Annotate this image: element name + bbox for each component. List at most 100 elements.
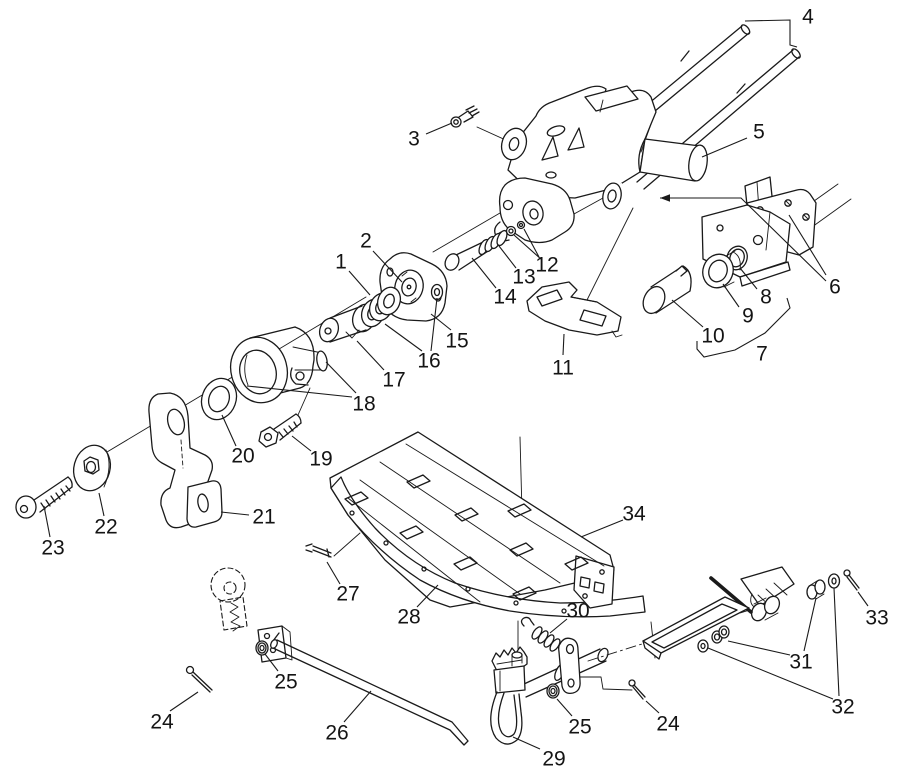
callout-3-leader [425,122,453,135]
callout-25-leader [556,698,573,717]
callout-26-label: 26 [325,722,348,745]
callout-30-label: 30 [566,600,589,623]
callout-29-label: 29 [542,748,565,771]
part24-cotter-left-art [185,665,213,693]
part27-rivet-pin-art [305,532,361,558]
callout-8-leader [739,267,758,290]
callout-24-leader [169,691,199,712]
callout-1-leader [348,270,371,296]
callout-8-label: 8 [760,286,772,309]
callout-21-label: 21 [252,506,275,529]
callout-15-label: 15 [445,330,468,353]
callout-4-label: 4 [802,6,814,29]
callout-1-label: 1 [335,251,347,274]
part21-bracket-arm-art [148,392,223,529]
callout-17-leader [356,340,385,371]
callout-18-label: 18 [352,393,375,416]
parking-latch-phantom-art [210,567,293,663]
callout-7-label: 7 [756,343,768,366]
callout-16-leader [430,297,438,352]
part29-brake-pedal-art [490,637,633,745]
callout-16-label: 16 [417,350,440,373]
part25-washer-left-art [255,640,269,656]
callout-12-leader [523,228,540,258]
callout-25-label: 25 [568,716,591,739]
callout-24-leader [645,700,660,714]
callout-21-leader [220,511,250,516]
callout-12-leader [513,234,543,261]
callout-23-label: 23 [41,537,64,560]
callout-34-leader [580,519,624,538]
callout-6-arrowhead [660,194,670,202]
callout-25-label: 25 [274,671,297,694]
callout-29-leader [512,736,541,750]
callout-3-label: 3 [408,128,420,151]
callout-2-label: 2 [360,230,372,253]
callout-14-leader [471,257,497,289]
part26-linkage-rod-art [270,632,469,746]
part18-cylinder-drum-art [229,326,328,404]
callout-18-leader [325,361,357,394]
callout-layer: 1234567891011121314151617181920212223242… [41,6,888,771]
callout-19-label: 19 [309,448,332,471]
callout-33-leader [857,591,869,607]
callout-9-leader [722,283,740,308]
callout-7-leader [696,297,791,358]
part25-washer-pedal-art [546,683,560,699]
callout-25-leader [264,653,279,672]
callout-28-leader [416,584,439,608]
callout-31-label: 31 [789,651,812,674]
callout-10-label: 10 [701,325,724,348]
callout-4-leader [744,19,798,48]
callout-17-label: 17 [382,369,405,392]
callout-18-leader [246,385,353,398]
callout-19-leader [291,435,312,452]
callout-6-leader [660,197,827,282]
callout-32-leader [833,587,840,697]
callout-12-label: 12 [535,254,558,277]
part34-footboard-art [329,431,646,618]
callout-33-label: 33 [865,607,888,630]
callout-16-leader [384,323,423,352]
callout-24-label: 24 [150,711,174,734]
part22-washer-nut-art [72,444,112,492]
part12-13-14-rod-spring-art [444,220,526,271]
part31-32-33-pedal-pad-art [587,566,860,662]
part11-brake-pad-art [526,281,623,338]
callout-26-leader [343,690,372,723]
callout-24-label: 24 [656,713,680,736]
callout-5-label: 5 [753,121,765,144]
callout-13-leader [498,245,517,269]
callout-28-label: 28 [397,606,420,629]
callout-31-leader [803,597,817,652]
callout-27-leader [326,561,341,585]
part3-bleeder-screw-art [450,105,480,128]
part8-9-10-cup-group-art [642,245,748,315]
callout-11-leader [562,333,565,356]
part1-2-16-washer-stack-art [360,283,444,328]
callout-13-label: 13 [512,266,535,289]
callout-22-leader [98,492,105,517]
callout-14-label: 14 [493,286,517,309]
callout-34-label: 34 [622,503,646,526]
callout-5-leader [701,137,748,158]
callout-20-leader [221,414,237,447]
part19-socket-screw-art [258,413,302,448]
callout-10-leader [671,299,704,328]
part23-bolt-art [15,476,73,519]
callout-30-leader [549,618,568,634]
callout-20-label: 20 [231,445,254,468]
callout-31-leader [727,640,791,656]
callout-23-leader [43,505,51,538]
callout-32-leader [707,647,834,700]
part30-return-spring-art [520,616,563,656]
part20-seal-ring-art [200,377,238,421]
callout-6-label: 6 [829,276,841,299]
callout-32-label: 32 [831,696,854,719]
callout-6-leader [788,214,827,276]
callout-11-label: 11 [552,357,574,380]
callout-22-label: 22 [94,516,117,539]
callout-27-label: 27 [336,583,359,606]
